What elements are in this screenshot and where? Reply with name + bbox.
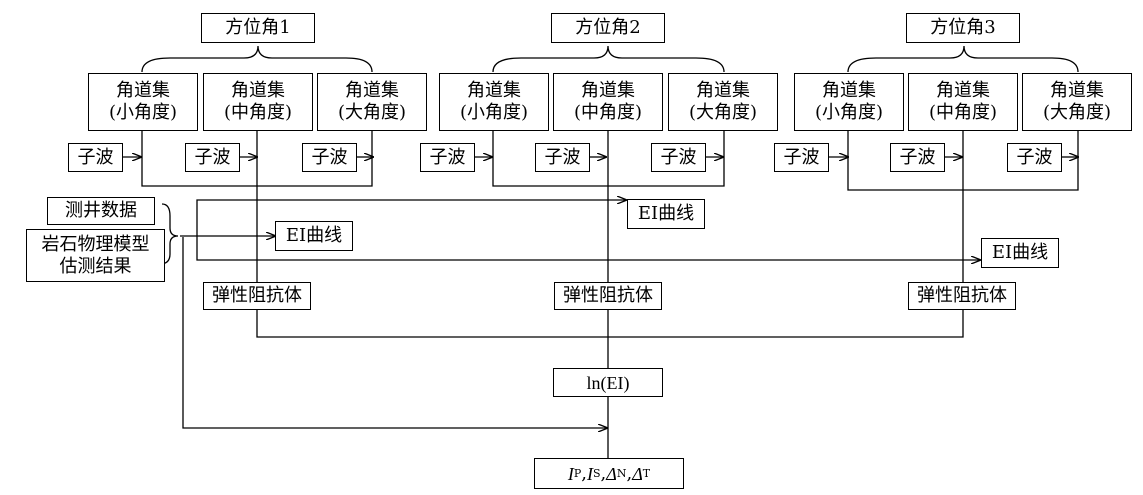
wavelet-2a: 子波 — [420, 143, 475, 172]
output-dn: Δ — [606, 463, 617, 484]
output-dn-sub: N — [616, 466, 627, 480]
ei-curve-1: EI曲线 — [275, 221, 353, 251]
ei-curve-3: EI曲线 — [981, 238, 1059, 268]
azimuth-title-3: 方位角3 — [906, 13, 1020, 43]
gather-mid-angle-1: 角道集 (中角度) — [203, 73, 313, 131]
output-is-sub: S — [593, 466, 601, 480]
brace-azimuth-3 — [847, 45, 1079, 73]
output-dt: Δ — [632, 463, 643, 484]
azimuth-title-2: 方位角2 — [551, 13, 665, 43]
wavelet-3b: 子波 — [890, 143, 945, 172]
azimuth-title-1: 方位角1 — [201, 13, 315, 43]
well-data-box: 测井数据 — [47, 197, 155, 225]
gather-small-angle-2: 角道集 (小角度) — [439, 73, 549, 131]
wavelet-3a: 子波 — [774, 143, 829, 172]
rock-physics-box: 岩石物理模型 估测结果 — [26, 229, 165, 282]
wavelet-1a: 子波 — [68, 143, 123, 172]
output-sep-3: , — [626, 462, 633, 484]
brace-inputs — [159, 203, 179, 265]
output-sep-2: , — [600, 462, 607, 484]
gather-mid-angle-3: 角道集 (中角度) — [908, 73, 1018, 131]
output-ip-sub: P — [573, 466, 582, 480]
gather-mid-angle-2: 角道集 (中角度) — [553, 73, 663, 131]
brace-azimuth-2 — [492, 45, 725, 73]
ln-ei-box: ln(EI) — [553, 368, 663, 397]
elastic-impedance-2: 弹性阻抗体 — [554, 282, 662, 310]
elastic-impedance-3: 弹性阻抗体 — [908, 282, 1016, 310]
wavelet-1b: 子波 — [185, 143, 240, 172]
wavelet-3c: 子波 — [1007, 143, 1062, 172]
output-ip: I — [567, 463, 574, 484]
ei-curve-2: EI曲线 — [627, 199, 705, 229]
gather-large-angle-1: 角道集 (大角度) — [317, 73, 427, 131]
wavelet-2c: 子波 — [651, 143, 706, 172]
wavelet-1c: 子波 — [302, 143, 357, 172]
output-is: I — [587, 463, 593, 484]
wavelet-2b: 子波 — [535, 143, 590, 172]
gather-large-angle-2: 角道集 (大角度) — [668, 73, 778, 131]
ln-ei-label: ln(EI) — [586, 372, 630, 393]
gather-large-angle-3: 角道集 (大角度) — [1022, 73, 1132, 131]
output-dt-sub: T — [642, 466, 651, 480]
gather-small-angle-1: 角道集 (小角度) — [88, 73, 198, 131]
output-sep-1: , — [581, 462, 587, 484]
elastic-impedance-1: 弹性阻抗体 — [203, 282, 311, 310]
gather-small-angle-3: 角道集 (小角度) — [794, 73, 904, 131]
brace-azimuth-1 — [141, 45, 373, 73]
